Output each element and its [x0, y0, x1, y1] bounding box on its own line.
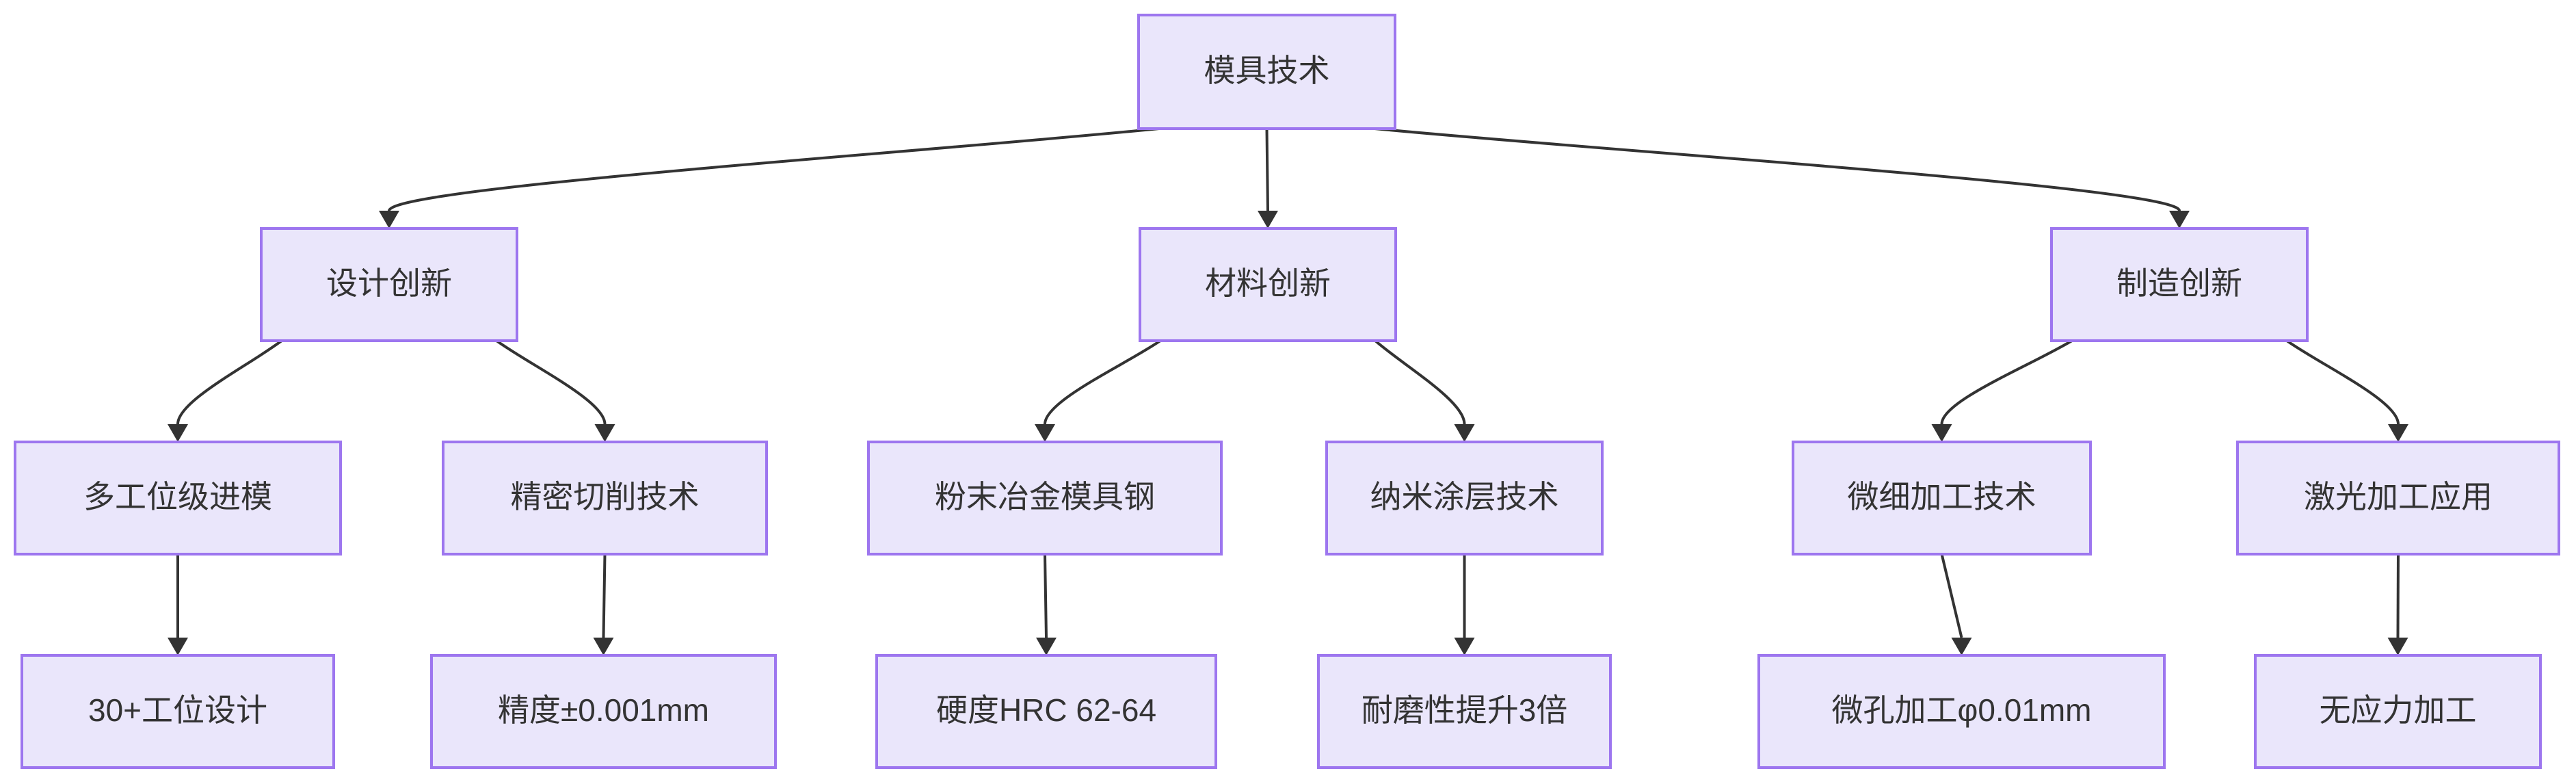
node-box[interactable] — [1137, 14, 1396, 130]
node-root[interactable]: 模具技术 — [1137, 14, 1396, 130]
edge-line — [388, 127, 1160, 211]
edge-line — [1940, 553, 1963, 638]
edge-arrowhead — [594, 424, 615, 442]
edge-l2d-to-l3d — [1454, 554, 1475, 655]
edge-l2c-to-l3c — [1036, 553, 1057, 655]
node-l3a[interactable]: 30+工位设计 — [21, 654, 335, 769]
node-label: 制造创新 — [2116, 265, 2242, 301]
edge-line — [1940, 339, 2073, 425]
edges-layer — [168, 127, 2408, 655]
edge-arrowhead — [379, 211, 399, 228]
node-label: 激光加工应用 — [2304, 479, 2493, 514]
node-box[interactable] — [1792, 441, 2092, 556]
node-label: 无应力加工 — [2320, 692, 2477, 728]
node-label: 纳米涂层技术 — [1370, 479, 1559, 514]
edge-arrowhead — [168, 424, 188, 442]
node-l3b[interactable]: 精度±0.001mm — [430, 654, 777, 769]
node-l3e[interactable]: 微孔加工φ0.01mm — [1757, 654, 2166, 769]
node-l2b[interactable]: 精密切削技术 — [442, 441, 768, 556]
node-box[interactable] — [867, 441, 1223, 556]
node-label: 30+工位设计 — [88, 692, 267, 728]
edge-line — [495, 339, 607, 425]
edge-line — [1044, 339, 1162, 425]
node-label: 粉末冶金模具钢 — [935, 479, 1155, 514]
node-l2e[interactable]: 微细加工技术 — [1792, 441, 2092, 556]
edge-l1a-to-l2a — [168, 339, 283, 442]
node-box[interactable] — [1757, 654, 2166, 769]
edge-l1c-to-l2e — [1931, 339, 2073, 442]
edge-arrowhead — [2388, 424, 2408, 442]
node-l2d[interactable]: 纳米涂层技术 — [1325, 441, 1604, 556]
node-box[interactable] — [875, 654, 1217, 769]
node-box[interactable] — [21, 654, 335, 769]
edge-arrowhead — [1258, 211, 1278, 228]
edge-arrowhead — [1454, 424, 1475, 442]
node-l1b[interactable]: 材料创新 — [1139, 227, 1397, 342]
edge-arrowhead — [1931, 424, 1952, 442]
node-label: 硬度HRC 62-64 — [936, 692, 1156, 728]
node-label: 多工位级进模 — [83, 479, 272, 514]
node-box[interactable] — [2050, 227, 2309, 342]
edge-l2a-to-l3a — [168, 554, 188, 655]
node-box[interactable] — [14, 441, 342, 556]
node-l2a[interactable]: 多工位级进模 — [14, 441, 342, 556]
node-box[interactable] — [2236, 441, 2560, 556]
node-label: 微细加工技术 — [1848, 479, 2036, 514]
edge-line — [1374, 339, 1466, 425]
node-label: 精密切削技术 — [511, 479, 700, 514]
node-box[interactable] — [1325, 441, 1604, 556]
edge-l2f-to-l3f — [2387, 553, 2408, 655]
node-l1a[interactable]: 设计创新 — [260, 227, 518, 342]
node-l3f[interactable]: 无应力加工 — [2254, 654, 2542, 769]
edge-arrowhead — [2169, 211, 2190, 228]
edge-l1a-to-l2b — [495, 339, 615, 442]
edge-line — [1374, 127, 2181, 212]
node-box[interactable] — [1317, 654, 1612, 769]
node-box[interactable] — [442, 441, 768, 556]
node-box[interactable] — [430, 654, 777, 769]
edge-line — [2396, 553, 2400, 638]
node-l3c[interactable]: 硬度HRC 62-64 — [875, 654, 1217, 769]
node-box[interactable] — [260, 227, 518, 342]
edge-line — [2285, 339, 2400, 425]
node-l3d[interactable]: 耐磨性提升3倍 — [1317, 654, 1612, 769]
edge-arrowhead — [593, 638, 614, 655]
edge-line — [176, 339, 283, 425]
edge-root-to-l1c — [1374, 127, 2190, 228]
edge-arrowhead — [168, 638, 188, 655]
node-box[interactable] — [1139, 227, 1397, 342]
edge-l1b-to-l2d — [1374, 339, 1475, 442]
edge-l1b-to-l2c — [1035, 339, 1162, 442]
edge-l2e-to-l3e — [1940, 553, 1972, 655]
edge-root-to-l1b — [1258, 128, 1278, 228]
edge-arrowhead — [1035, 424, 1055, 442]
node-box[interactable] — [2254, 654, 2542, 769]
edge-arrowhead — [1454, 638, 1475, 655]
edge-l1c-to-l2f — [2285, 339, 2408, 442]
edge-arrowhead — [1036, 638, 1057, 655]
edge-line — [1265, 128, 1269, 211]
node-label: 耐磨性提升3倍 — [1362, 692, 1568, 728]
node-label: 材料创新 — [1205, 265, 1331, 301]
node-l1c[interactable]: 制造创新 — [2050, 227, 2309, 342]
edge-root-to-l1a — [379, 127, 1160, 228]
node-label: 精度±0.001mm — [498, 692, 709, 728]
edge-l2b-to-l3b — [593, 553, 614, 655]
node-l2c[interactable]: 粉末冶金模具钢 — [867, 441, 1223, 556]
node-l2f[interactable]: 激光加工应用 — [2236, 441, 2560, 556]
node-label: 模具技术 — [1204, 53, 1330, 88]
edge-arrowhead — [1951, 638, 1972, 655]
node-label: 设计创新 — [326, 265, 452, 301]
node-label: 微孔加工φ0.01mm — [1832, 692, 2092, 728]
edge-arrowhead — [2387, 638, 2408, 655]
edge-line — [1044, 553, 1048, 638]
edge-line — [602, 553, 607, 638]
